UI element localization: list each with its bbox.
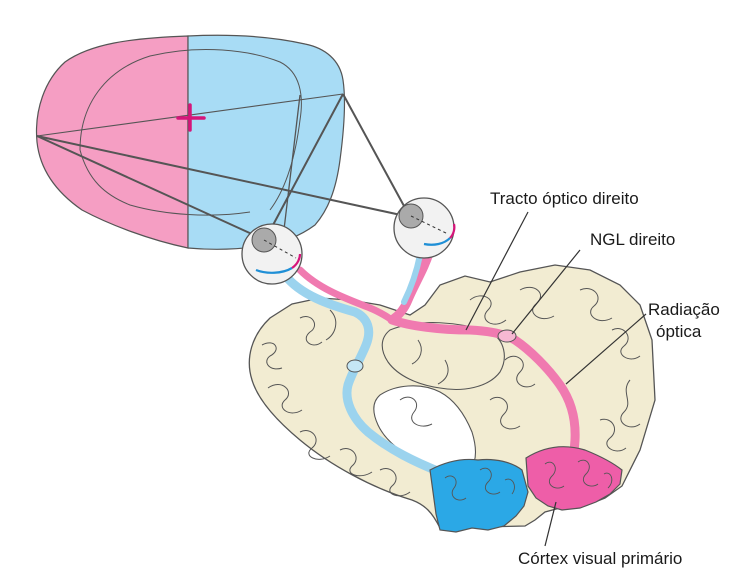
left-eye bbox=[241, 223, 303, 285]
visual-cortex bbox=[429, 446, 623, 533]
right-eye-retina-blue bbox=[423, 237, 451, 246]
leader-lgn bbox=[511, 249, 581, 335]
left-visual-field bbox=[35, 35, 189, 249]
projection-lines bbox=[36, 93, 411, 241]
label-optic-tract: Tracto óptico direito bbox=[490, 189, 639, 208]
visual-field bbox=[35, 34, 346, 250]
fixation-cross bbox=[176, 103, 206, 132]
label-visual-cortex: Córtex visual primário bbox=[518, 549, 683, 568]
visual-field-contour bbox=[79, 49, 302, 211]
label-optic-radiation-line1: Radiação bbox=[648, 300, 720, 319]
left-eye-retina-pink bbox=[291, 253, 302, 269]
cortex-folds bbox=[444, 459, 613, 501]
label-lgn: NGL direito bbox=[590, 230, 676, 249]
label-optic-radiation-line2: óptica bbox=[656, 322, 702, 341]
right-visual-field bbox=[187, 34, 346, 250]
visual-field-contour-2 bbox=[79, 149, 251, 216]
blue-pathway-right-eye bbox=[401, 252, 423, 305]
optic-pathways bbox=[280, 245, 580, 485]
left-eye-retina-blue bbox=[255, 267, 293, 274]
leader-optic-tract bbox=[465, 211, 529, 331]
pink-pathway-left-eye bbox=[296, 266, 396, 324]
right-lgn bbox=[497, 329, 517, 343]
gyri-lines bbox=[261, 286, 641, 497]
leader-visual-cortex bbox=[544, 501, 557, 547]
right-eye bbox=[393, 197, 456, 259]
leader-lines bbox=[465, 211, 647, 547]
thalamus bbox=[381, 322, 505, 390]
left-lgn bbox=[346, 359, 364, 373]
leader-optic-radiation bbox=[565, 313, 647, 385]
right-eye-retina-pink bbox=[449, 223, 456, 239]
